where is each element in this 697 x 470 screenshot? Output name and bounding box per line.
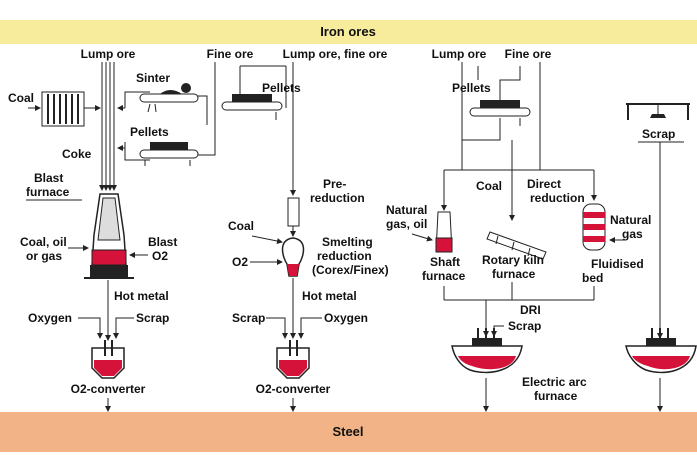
fluidised-bed-label-2: bed: [582, 271, 603, 285]
electric-arc-label-2: furnace: [534, 389, 578, 403]
shaft-furnace-label-1: Shaft: [430, 255, 460, 269]
blast-furnace-label-2: furnace: [26, 185, 70, 199]
pelletising-plant-icon-3: [469, 100, 531, 126]
fine-ore-label-2: Fine ore: [505, 47, 552, 61]
steel-label: Steel: [332, 424, 363, 439]
blast-o2-label-1: Blast: [148, 235, 177, 249]
lump-ore-label: Lump ore: [81, 47, 136, 61]
pelletising-plant-icon-2: [221, 94, 283, 120]
dri-label: DRI: [520, 303, 541, 317]
blast-furnace-route: Coal Sinter Pellets Coke Blast furnace C…: [8, 62, 216, 412]
rotary-kiln-label-1: Rotary kiln: [482, 253, 544, 267]
blast-furnace-label-1: Blast: [34, 171, 63, 185]
o2-converter-label-2: O2-converter: [256, 382, 331, 396]
natural-gas-label-1: Natural: [610, 213, 651, 227]
oxygen-label: Oxygen: [28, 311, 72, 325]
o2-converter-label: O2-converter: [71, 382, 146, 396]
natural-gas-oil-label-2: gas, oil: [386, 217, 427, 231]
coal-label: Coal: [8, 91, 34, 105]
steel-band: [0, 412, 697, 452]
o2-converter-icon-2: [276, 340, 310, 379]
rotary-kiln-label-2: furnace: [492, 267, 536, 281]
scrap-route: Scrap: [625, 103, 697, 412]
iron-ores-band: [0, 20, 697, 44]
direct-reduction-route: Pellets Coal Direct reduction Natural ga…: [386, 62, 651, 412]
fine-ore-label: Fine ore: [207, 47, 254, 61]
smelting-label-1: Smelting: [322, 235, 373, 249]
pellets-label-3: Pellets: [452, 81, 491, 95]
hot-metal-label-2: Hot metal: [302, 289, 357, 303]
coke-oven-icon: [41, 91, 85, 127]
coal-label-2: Coal: [228, 219, 254, 233]
pre-reduction-shaft-icon: [287, 197, 300, 227]
o2-converter-icon: [91, 340, 125, 379]
fluidised-bed-icon: [582, 203, 606, 251]
coal-oil-gas-label-1: Coal, oil: [20, 235, 67, 249]
blast-furnace-icon: [84, 193, 134, 279]
pelletising-plant-icon: [139, 142, 199, 166]
o2-label: O2: [232, 255, 248, 269]
electric-arc-label-1: Electric arc: [522, 375, 587, 389]
direct-reduction-label-1: Direct: [527, 177, 561, 191]
oxygen-label-2: Oxygen: [324, 311, 368, 325]
lump-ore-label-2: Lump ore: [432, 47, 487, 61]
scrap-label: Scrap: [136, 311, 169, 325]
electric-arc-furnace-icon: [451, 328, 523, 374]
coal-oil-gas-label-2: or gas: [26, 249, 62, 263]
fluidised-bed-label-1: Fluidised: [591, 257, 644, 271]
scrap-label-2: Scrap: [232, 311, 265, 325]
direct-reduction-label-2: reduction: [530, 191, 585, 205]
natural-gas-oil-label-1: Natural: [386, 203, 427, 217]
pellets-label: Pellets: [130, 125, 169, 139]
lump-fine-ore-label: Lump ore, fine ore: [283, 47, 388, 61]
coke-label: Coke: [62, 147, 92, 161]
iron-ores-label: Iron ores: [320, 24, 376, 39]
pre-reduction-label-1: Pre-: [323, 177, 346, 191]
rotary-kiln-icon: [486, 231, 547, 260]
electric-arc-furnace-icon-2: [625, 328, 697, 374]
scrap-label-4: Scrap: [642, 127, 675, 141]
natural-gas-label-2: gas: [622, 227, 643, 241]
shaft-furnace-icon: [435, 211, 453, 253]
pellets-label-2: Pellets: [262, 81, 301, 95]
smelting-label-2: reduction: [317, 249, 372, 263]
sinter-label: Sinter: [136, 71, 170, 85]
pre-reduction-label-2: reduction: [310, 191, 365, 205]
melter-gasifier-icon: [281, 237, 305, 277]
coal-label-3: Coal: [476, 179, 502, 193]
scrap-crane-icon: [626, 103, 690, 120]
smelting-reduction-route: Pellets Pre- reduction Coal O2 Smelting …: [221, 62, 389, 412]
shaft-furnace-label-2: furnace: [422, 269, 466, 283]
smelting-label-3: (Corex/Finex): [312, 263, 389, 277]
blast-o2-label-2: O2: [152, 249, 168, 263]
sinter-plant-icon: [139, 83, 199, 113]
hot-metal-label: Hot metal: [114, 289, 169, 303]
scrap-label-3: Scrap: [508, 319, 541, 333]
